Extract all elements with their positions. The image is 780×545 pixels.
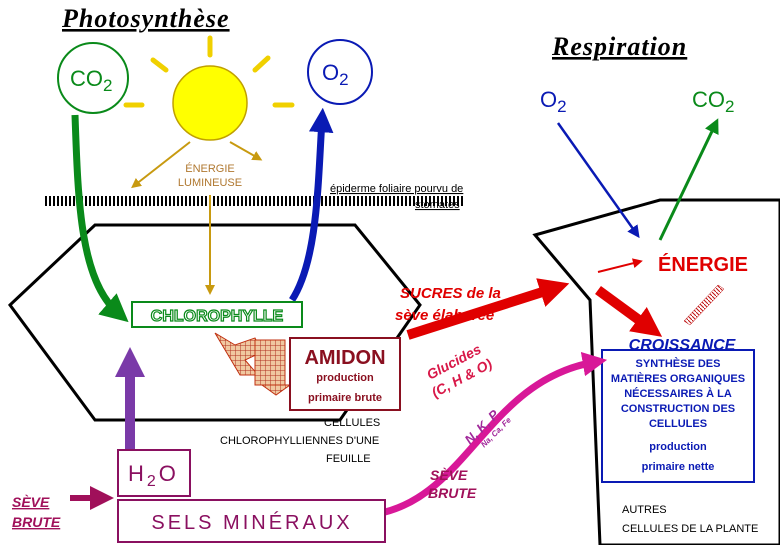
- sucres-label-1: SUCRES de la: [400, 285, 501, 302]
- chlorophylle-to-o2-arrow: [289, 107, 334, 302]
- cellules-label-2: CHLOROPHYLLIENNES D'UNE: [220, 435, 379, 447]
- seve-brute-left-1: SÈVE: [12, 494, 50, 510]
- epiderme-label-2: stomates: [415, 199, 460, 211]
- synthese-sub-1: production: [649, 441, 707, 453]
- title-photosynthese: Photosynthèse: [61, 4, 230, 33]
- seve-brute-to-synthese-arrow: [384, 352, 608, 516]
- glucides-label: Glucides (C, H & O): [424, 341, 495, 401]
- energie-label: ÉNERGIE: [658, 253, 748, 276]
- sun-icon: [123, 35, 295, 141]
- seve-brute-mid-1: SÈVE: [430, 467, 468, 483]
- amidon-box: [289, 337, 401, 411]
- sels-mineraux-label: SELS MINÉRAUX: [151, 511, 352, 534]
- hatched-energie-arrow: [683, 284, 725, 326]
- synthese-line-2: MATIÈRES ORGANIQUES: [611, 372, 745, 385]
- synthese-line-5: CELLULES: [649, 418, 707, 430]
- amidon-sub-2: primaire brute: [308, 392, 382, 404]
- seve-brute-left-2: BRUTE: [12, 514, 61, 530]
- plant-cell-shape: [532, 198, 780, 545]
- energie-lumineuse-2: LUMINEUSE: [178, 177, 242, 189]
- epiderme-label-1: épiderme foliaire pourvu de: [330, 183, 463, 195]
- energie-to-croissance-arrow: [595, 285, 663, 337]
- h2o-box: [117, 449, 191, 497]
- energie-lumineuse-1: ÉNERGIE: [185, 162, 235, 175]
- cellules-label-1: CELLULES: [324, 417, 380, 429]
- synthese-box: [601, 349, 755, 483]
- energie-to-co2-arrow: [658, 118, 719, 241]
- leaf-cell-hexagon: [8, 223, 422, 422]
- co2-to-chlorophylle-arrow: [71, 114, 129, 323]
- sels-mineraux-box: [117, 499, 386, 543]
- chlorophylle-label: CHLOROPHYLLE: [151, 308, 284, 325]
- ray-left: [131, 141, 191, 189]
- h2o-label: H2O: [128, 461, 179, 490]
- co2-right-label: CO2: [692, 87, 734, 116]
- synthese-line-1: SYNTHÈSE DES: [636, 357, 721, 370]
- seve-brute-mid-2: BRUTE: [428, 485, 477, 501]
- o2-left-circle: [307, 39, 373, 105]
- small-energie-arrow: [597, 258, 643, 273]
- chlorophylle-box: [131, 301, 303, 328]
- o2-right-label: O2: [540, 87, 567, 116]
- autres-cellules-1: AUTRES: [622, 504, 667, 516]
- amidon-sub-1: production: [316, 372, 374, 384]
- sucres-to-energie-arrow: [406, 278, 570, 340]
- co2-left-circle: [57, 42, 129, 114]
- title-respiration: Respiration: [551, 32, 687, 61]
- cellules-label-3: FEUILLE: [326, 453, 371, 465]
- o2-to-energie-arrow: [556, 122, 640, 239]
- ray-right: [229, 141, 263, 161]
- synthese-line-3: NÉCESSAIRES À LA: [624, 387, 732, 400]
- o2-left-label: O2: [322, 60, 349, 89]
- amidon-title: AMIDON: [304, 347, 385, 369]
- synthese-sub-2: primaire nette: [642, 461, 715, 473]
- synthese-line-4: CONSTRUCTION DES: [621, 403, 735, 415]
- autres-cellules-2: CELLULES DE LA PLANTE: [622, 523, 758, 535]
- co2-left-label: CO2: [70, 66, 112, 95]
- starch-granule-icon: [214, 332, 292, 396]
